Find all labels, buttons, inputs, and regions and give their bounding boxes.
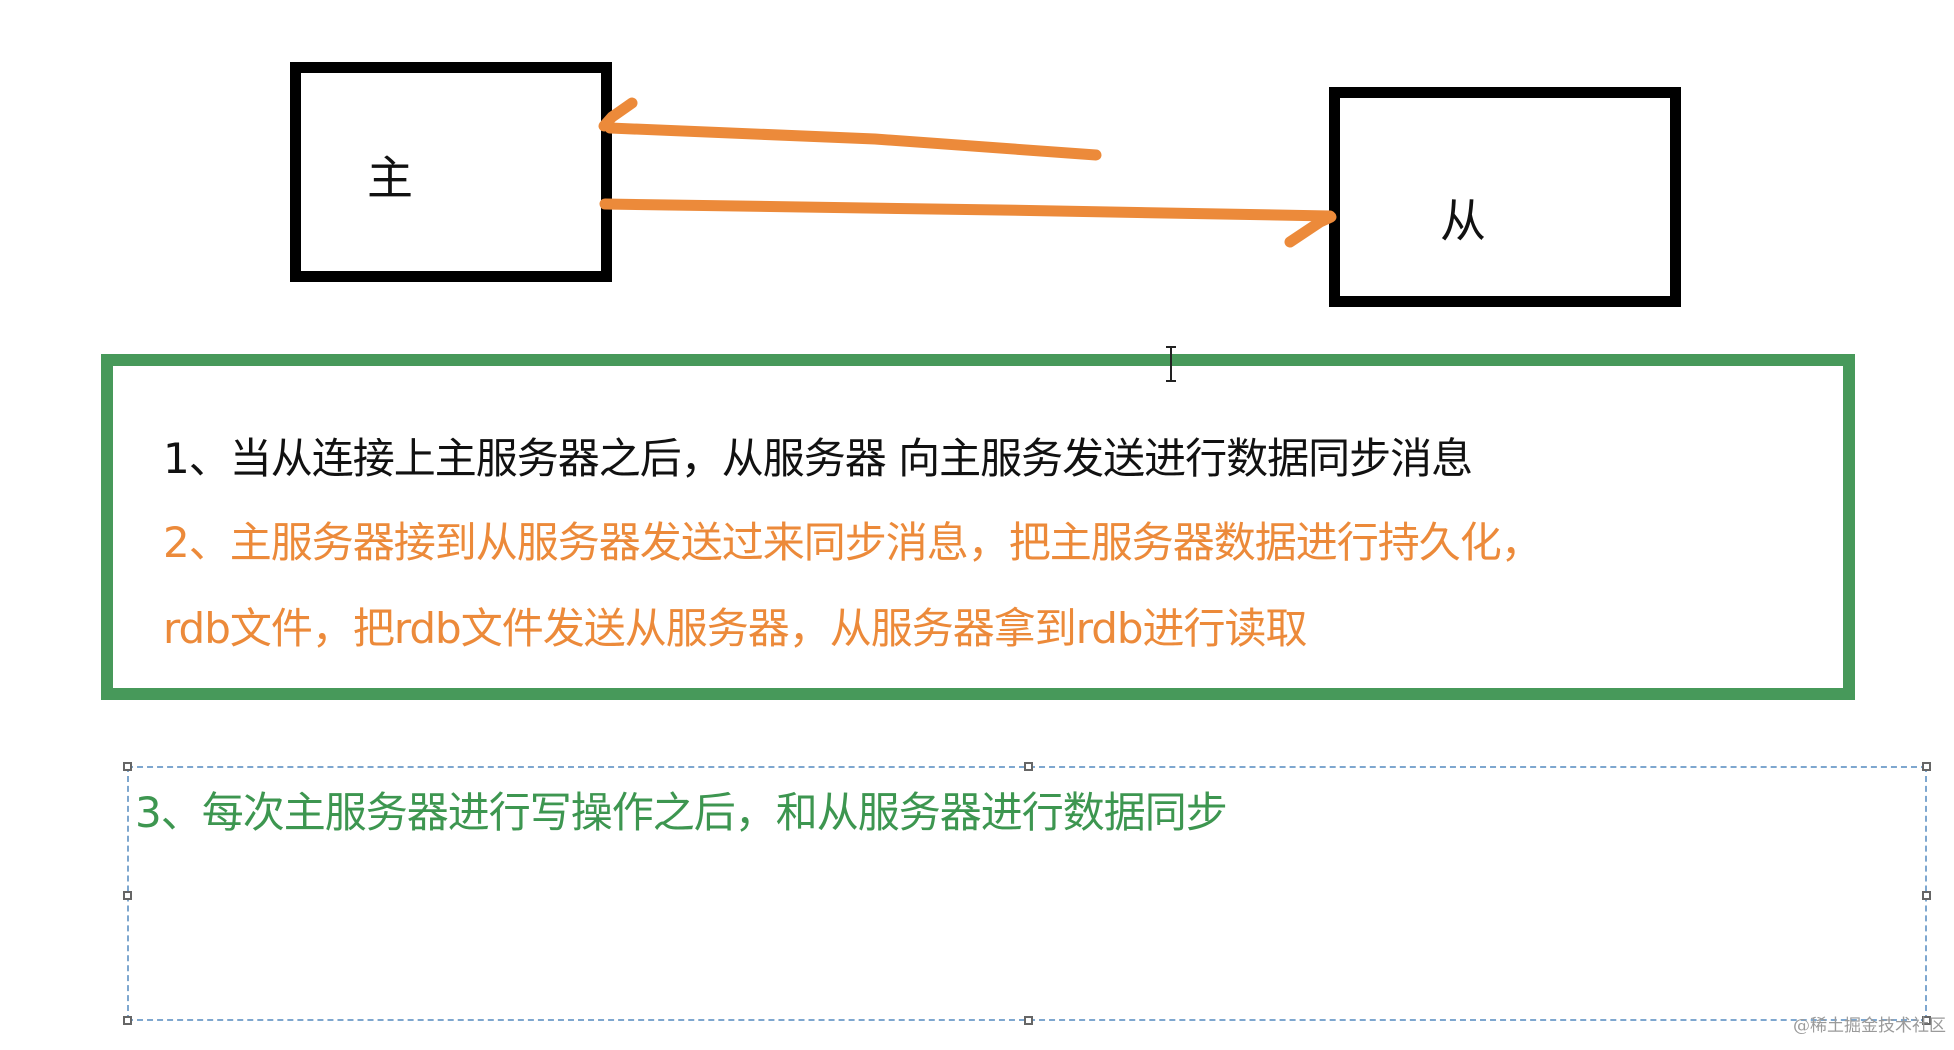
resize-handle-bottom-center[interactable] [1024,1016,1033,1025]
selected-text-frame[interactable]: 3、每次主服务器进行写操作之后，和从服务器进行数据同步 [123,762,1931,1025]
resize-handle-bottom-right[interactable] [1922,1016,1931,1025]
step-2-text-line-2: rdb文件，把rdb文件发送从服务器，从服务器拿到rdb进行读取 [163,604,1308,653]
slave-node-label: 从 [1440,194,1486,248]
arrowhead-right-icon [1284,211,1337,248]
step-2-text-line-1: 2、主服务器接到从服务器发送过来同步消息，把主服务器数据进行持久化， [163,518,1543,567]
resize-handle-top-right[interactable] [1922,762,1931,771]
sync-steps-box: 1、当从连接上主服务器之后，从服务器 向主服务发送进行数据同步消息 2、主服务器… [101,354,1855,700]
text-cursor-icon [1166,346,1176,382]
master-node-label: 主 [367,151,413,205]
resize-handle-middle-right[interactable] [1922,891,1931,900]
resize-handle-middle-left[interactable] [123,891,132,900]
master-node: 主 [290,62,612,282]
resize-handle-bottom-left[interactable] [123,1016,132,1025]
resize-handle-top-left[interactable] [123,762,132,771]
step-1-text: 1、当从连接上主服务器之后，从服务器 向主服务发送进行数据同步消息 [163,434,1473,483]
slave-node: 从 [1329,87,1681,307]
step-3-text[interactable]: 3、每次主服务器进行写操作之后，和从服务器进行数据同步 [135,788,1228,837]
arrow-master-to-slave [599,198,1336,222]
arrow-slave-to-master [604,122,1102,161]
watermark: @稀土掘金技术社区 [1793,1016,1946,1036]
resize-handle-top-center[interactable] [1024,762,1033,771]
